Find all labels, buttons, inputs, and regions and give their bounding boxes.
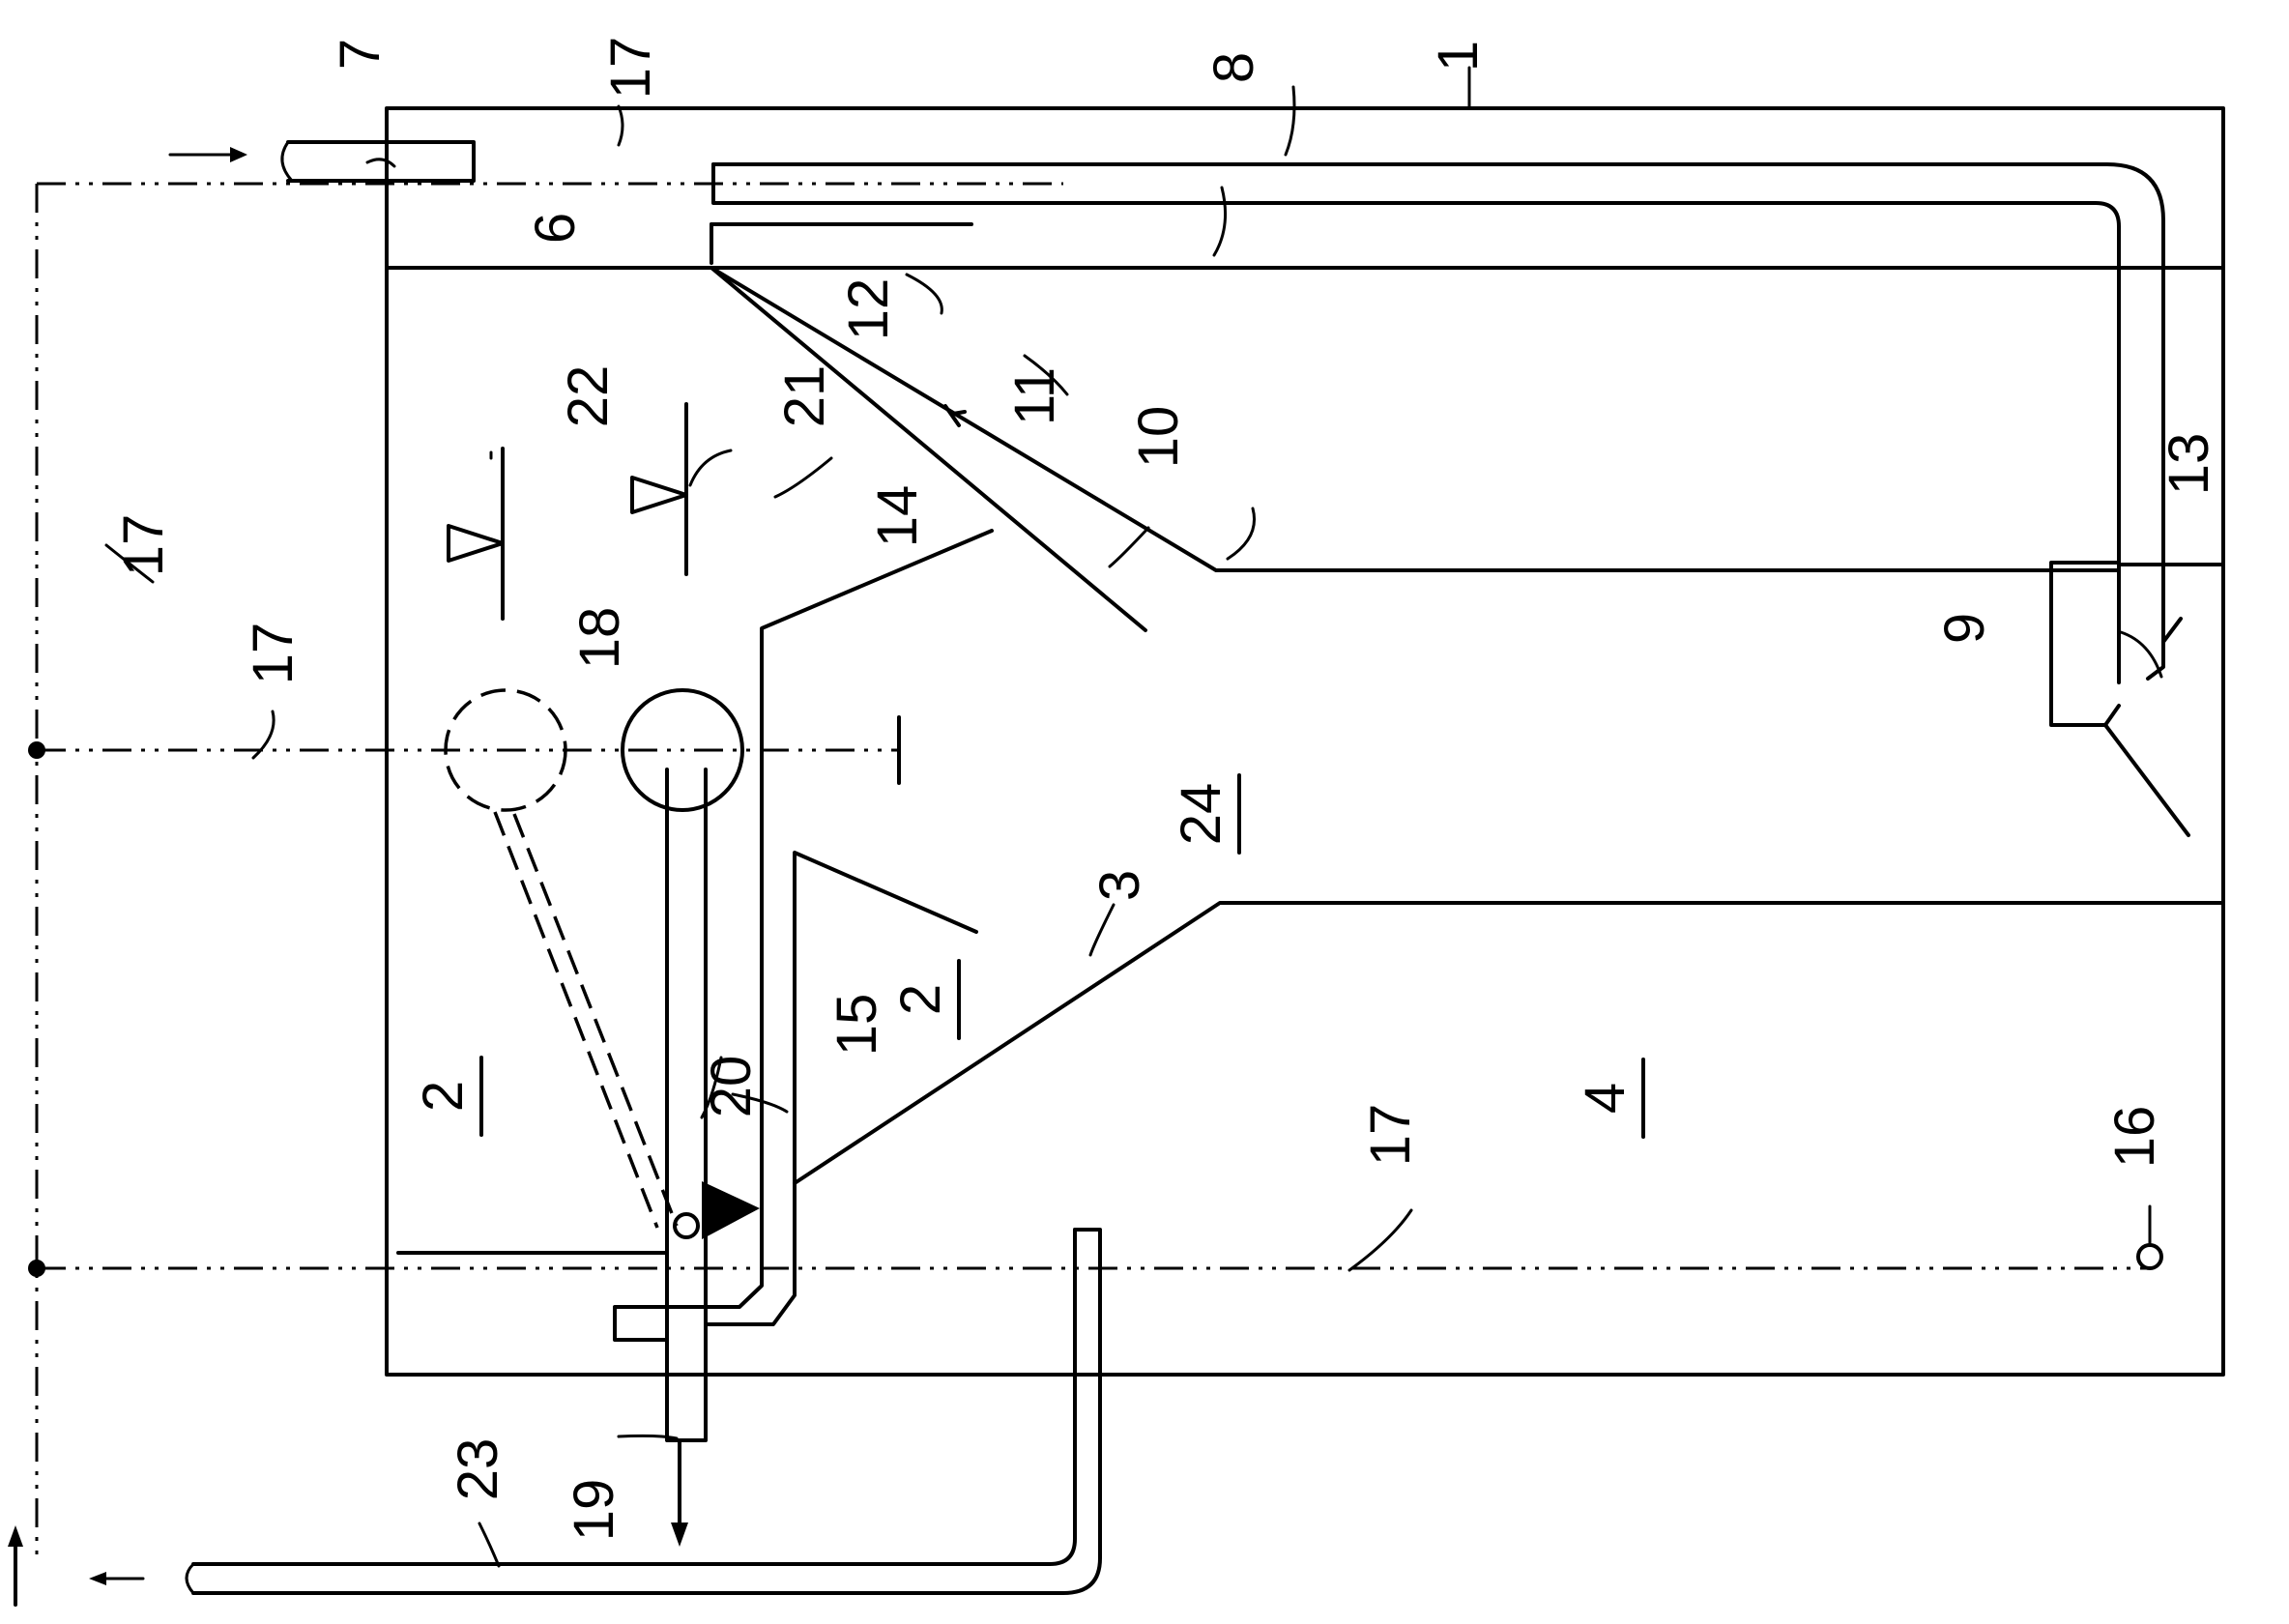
label-20: 20 <box>700 1056 763 1118</box>
control-lines <box>8 182 2150 1607</box>
label-12: 12 <box>837 278 900 341</box>
label-24: 24 <box>1170 783 1232 846</box>
sensor <box>2136 1243 2163 1270</box>
valve-seat <box>702 1181 760 1239</box>
label-11: 11 <box>1003 367 1066 425</box>
label-23: 23 <box>447 1438 509 1501</box>
label-16: 16 <box>2103 1106 2166 1169</box>
outflow-arrow-icon <box>671 1522 688 1547</box>
label-1: 1 <box>1427 41 1490 72</box>
label-2-outer: 2 <box>412 1081 475 1112</box>
label-15: 15 <box>826 994 888 1057</box>
label-22: 22 <box>557 365 620 428</box>
label-9: 9 <box>1933 613 1996 644</box>
float-ball <box>621 688 744 812</box>
label-17-top: 17 <box>599 37 662 100</box>
leader-lines <box>104 66 2163 1568</box>
label-14: 14 <box>866 485 929 548</box>
label-7: 7 <box>329 39 391 70</box>
drain-pipe <box>396 768 797 1547</box>
label-3: 3 <box>1088 870 1151 901</box>
pivot <box>673 1212 700 1239</box>
label-10: 10 <box>1127 406 1190 469</box>
reference-labels: 1 8 17 7 6 12 11 10 13 22 21 14 17 17 18… <box>112 37 2220 1542</box>
return-arrow-icon <box>8 1525 23 1547</box>
label-6: 6 <box>524 213 587 244</box>
label-21: 21 <box>773 365 836 428</box>
label-18: 18 <box>568 607 631 670</box>
float-assembly <box>444 688 760 1239</box>
inlet-pipe <box>168 140 476 183</box>
tank-housing <box>385 106 2225 1377</box>
label-17-bottom: 17 <box>1359 1104 1422 1167</box>
label-17-left: 17 <box>112 514 175 577</box>
label-4: 4 <box>1574 1083 1637 1114</box>
trough <box>2049 561 2223 837</box>
channel-pipe <box>710 162 2183 684</box>
outlet-pipe <box>89 1228 1102 1595</box>
label-19: 19 <box>563 1479 625 1542</box>
label-13: 13 <box>2158 433 2220 496</box>
inner-chamber <box>710 266 2225 1264</box>
water-levels <box>447 402 688 621</box>
outlet-arrow-icon <box>89 1572 106 1585</box>
label-2-inner: 2 <box>889 984 952 1015</box>
inflow-arrow-icon <box>230 147 247 162</box>
label-8: 8 <box>1202 52 1265 83</box>
label-17-mid: 17 <box>242 623 304 685</box>
